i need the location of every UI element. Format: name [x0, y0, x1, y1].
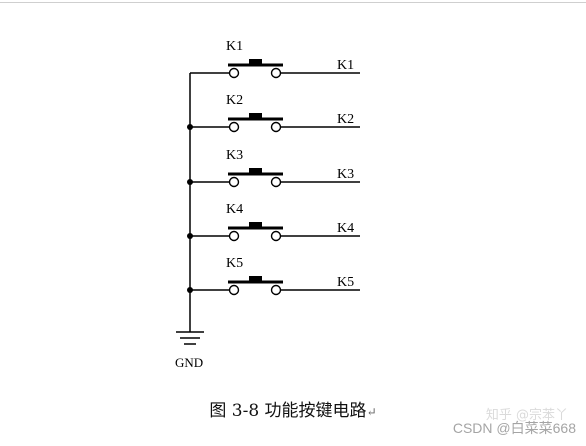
left-contact: [228, 230, 240, 242]
button-label: K2: [226, 93, 243, 108]
button-label: K3: [226, 148, 243, 163]
left-contact: [228, 67, 240, 79]
csdn-watermark: CSDN @白菜菜668: [452, 420, 576, 436]
figure-caption-text: 图 3-8 功能按键电路: [209, 401, 367, 421]
top-border-line: [0, 2, 586, 3]
junction-dot: [187, 179, 193, 185]
switch-plunger: [249, 113, 262, 119]
switch-plunger: [249, 168, 262, 174]
junction-dot: [187, 233, 193, 239]
output-label: K1: [337, 58, 354, 73]
ground-label: GND: [175, 355, 203, 370]
output-label: K3: [337, 167, 354, 182]
button-label: K1: [226, 39, 243, 54]
output-label: K4: [337, 221, 354, 236]
left-contact: [228, 176, 240, 188]
output-label: K2: [337, 112, 354, 127]
right-contact: [270, 67, 282, 79]
switch-plunger: [249, 276, 262, 282]
button-label: K5: [226, 256, 243, 271]
paragraph-mark: ↵: [366, 405, 377, 419]
left-contact: [228, 284, 240, 296]
right-contact: [270, 121, 282, 133]
zhihu-watermark: 知乎 @宗苯丫: [485, 408, 568, 423]
junction-dot: [187, 287, 193, 293]
right-contact: [270, 176, 282, 188]
switch-plunger: [249, 222, 262, 228]
junction-dot: [187, 124, 193, 130]
left-contact: [228, 121, 240, 133]
right-contact: [270, 284, 282, 296]
button-label: K4: [226, 202, 243, 217]
output-label: K5: [337, 275, 354, 290]
ground-symbol: [176, 331, 204, 345]
switch-plunger: [249, 59, 262, 65]
right-contact: [270, 230, 282, 242]
figure-caption: 图 3-8 功能按键电路↵: [0, 396, 586, 421]
